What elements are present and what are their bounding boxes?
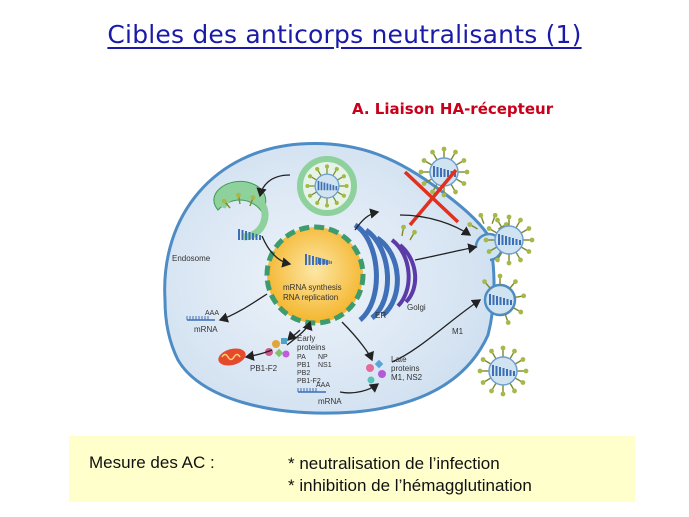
- measurement-box: Mesure des AC : * neutralisation de l’in…: [69, 436, 635, 502]
- mrna-left: [186, 316, 215, 321]
- label-late-proteins-3: M1, NS2: [391, 373, 423, 382]
- box-item-hemagglutination: * inhibition de l’hémagglutination: [288, 476, 532, 495]
- slide-title: Cibles des anticorps neutralisants (1): [107, 20, 582, 49]
- nucleus: [264, 224, 366, 326]
- box-items: * neutralisation de l’infection * inhibi…: [288, 453, 532, 497]
- label-endosome: Endosome: [172, 254, 211, 263]
- endoplasmic-reticulum: [353, 222, 400, 322]
- box-label: Mesure des AC :: [89, 453, 215, 472]
- label-ep-pb1: PB1: [297, 362, 310, 369]
- box-item-neutralisation: * neutralisation de l’infection: [288, 454, 500, 473]
- budding-virion: [480, 272, 528, 327]
- mitochondrion: [218, 348, 246, 366]
- early-protein-cluster: [265, 338, 290, 358]
- label-mrna-bottom-aaa: AAA: [316, 382, 330, 389]
- golgi: [390, 223, 419, 308]
- label-mrna-synthesis: mRNA synthesis: [283, 283, 342, 292]
- endosome-with-virion: [297, 156, 357, 216]
- label-early-proteins-2: proteins: [297, 343, 325, 352]
- label-mrna-left-aaa: AAA: [205, 310, 219, 317]
- mrna-bottom: [297, 388, 326, 393]
- label-er: ER: [375, 311, 386, 320]
- pathway-arrows: [218, 174, 482, 394]
- subtitle: A. Liaison HA-récepteur: [352, 100, 554, 118]
- label-ep-np: NP: [318, 354, 328, 361]
- label-mrna-bottom: mRNA: [318, 397, 342, 406]
- label-pb1-f2: PB1-F2: [250, 364, 278, 373]
- label-mrna-left: mRNA: [194, 325, 218, 334]
- label-late-proteins-2: proteins: [391, 364, 419, 373]
- label-rna-replication: RNA replication: [283, 293, 338, 302]
- label-golgi: Golgi: [407, 303, 426, 312]
- endosome: [213, 180, 269, 241]
- label-late-proteins-1: Late: [391, 355, 407, 364]
- label-ep-pb2: PB2: [297, 370, 310, 377]
- label-ep-pb1f2: PB1-F2: [297, 378, 321, 385]
- late-protein-cluster: [366, 359, 386, 384]
- label-m1: M1: [452, 327, 464, 336]
- virion: [478, 346, 529, 397]
- label-ep-pa: PA: [297, 354, 306, 361]
- label-ep-ns1: NS1: [318, 362, 332, 369]
- label-early-proteins-1: Early: [297, 334, 315, 343]
